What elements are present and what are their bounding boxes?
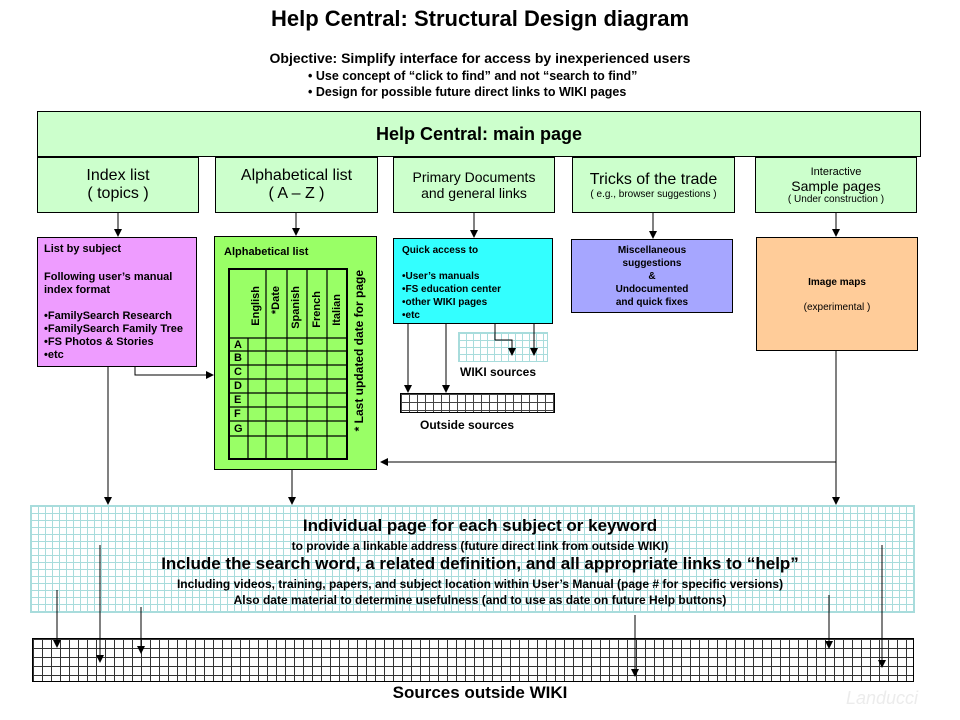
alpha-row-label[interactable]: D [234,380,242,392]
alpha-side-note: * Last updated date for page [352,270,366,432]
image-maps-note: (experimental ) [803,301,871,313]
quick-item[interactable]: •FS education center [402,284,502,295]
alpha-box-title: Alphabetical list [224,246,309,258]
column-sample-pages[interactable]: Interactive Sample pages ( Under constru… [755,157,917,213]
column-primary-subtitle: and general links [421,185,527,201]
wiki-sources-grid[interactable] [458,332,548,362]
individual-line-5: Also date material to determine usefulne… [233,593,727,607]
quick-access-box: Quick access to •User’s manuals •FS educ… [393,238,553,324]
misc-suggestions-box: Miscellaneous suggestions & Undocumented… [571,239,733,313]
misc-line: Undocumented [615,283,689,295]
column-tricks-title: Tricks of the trade [589,170,718,188]
quick-item[interactable]: •other WIKI pages [402,297,488,308]
alpha-row-label[interactable]: A [234,339,242,351]
quick-item[interactable]: •etc [402,310,420,321]
individual-line-2: to provide a linkable address (future di… [291,539,669,553]
individual-line-1: Individual page for each subject or keyw… [302,516,658,535]
subject-item[interactable]: •etc [44,349,64,361]
wiki-sources-label: WIKI sources [460,365,537,379]
main-page-box[interactable]: Help Central: main page [37,111,921,157]
image-maps-box: Image maps (experimental ) [756,237,918,351]
alpha-row-label[interactable]: E [234,394,242,406]
misc-line: Miscellaneous [617,244,687,256]
alpha-row-label[interactable]: C [234,366,242,378]
subject-box-line: Following user’s manual [44,271,173,283]
column-index-list-title: Index list [86,167,150,184]
outside-sources-grid[interactable] [400,393,555,413]
column-alphabetical-list[interactable]: Alphabetical list ( A – Z ) [215,157,378,213]
misc-line: and quick fixes [615,296,689,308]
alpha-column-header: Spanish [290,286,302,329]
main-page-label: Help Central: main page [375,123,583,144]
watermark: Landucci [846,688,919,708]
alpha-column-header: English [250,286,262,326]
alpha-column-header: French [311,291,323,328]
column-primary-documents[interactable]: Primary Documents and general links [393,157,555,213]
column-sample-title: Sample pages [791,177,881,194]
column-index-list[interactable]: Index list ( topics ) [37,157,199,213]
individual-line-3: Include the search word, a related defin… [161,554,799,573]
column-alphabetical-subtitle: ( A – Z ) [268,185,325,202]
diagram-title: Help Central: Structural Design diagram [270,6,690,31]
subject-list-box: List by subject Following user’s manual … [37,237,197,367]
misc-line: suggestions [622,257,682,269]
objective-bullet-2: • Design for possible future direct link… [308,85,627,99]
alpha-column-header: *Date [270,286,282,315]
individual-line-4: Including videos, training, papers, and … [176,577,784,591]
column-tricks-of-trade[interactable]: Tricks of the trade ( e.g., browser sugg… [572,157,735,213]
outside-sources-label: Outside sources [420,418,515,432]
objective-bullet-1: • Use concept of “click to find” and not… [308,69,638,83]
column-index-list-subtitle: ( topics ) [87,185,149,202]
objective-heading: Objective: Simplify interface for access… [269,50,691,66]
alpha-row-label[interactable]: F [234,408,241,420]
alpha-column-header: Italian [331,294,343,326]
subject-box-title: List by subject [44,243,122,255]
misc-line: & [648,270,656,282]
alpha-row-label[interactable]: B [234,352,242,364]
subject-item[interactable]: •FS Photos & Stories [44,336,154,348]
column-alphabetical-title: Alphabetical list [240,167,353,184]
subject-box-line: index format [44,284,111,296]
subject-item[interactable]: •FamilySearch Family Tree [44,323,183,335]
subject-item[interactable]: •FamilySearch Research [44,310,172,322]
individual-page-area[interactable] [30,505,915,613]
column-tricks-subtitle: ( e.g., browser suggestions ) [590,188,717,200]
column-primary-title: Primary Documents [412,169,536,185]
quick-item[interactable]: •User’s manuals [402,271,480,282]
sources-outside-label: Sources outside WIKI [392,683,568,702]
sources-outside-area[interactable] [32,638,914,682]
column-sample-subtitle: ( Under construction ) [787,193,885,205]
column-sample-overline: Interactive [810,165,862,178]
image-maps-title: Image maps [808,276,866,288]
quick-box-title: Quick access to [402,245,479,256]
alpha-row-label[interactable]: G [234,423,243,435]
